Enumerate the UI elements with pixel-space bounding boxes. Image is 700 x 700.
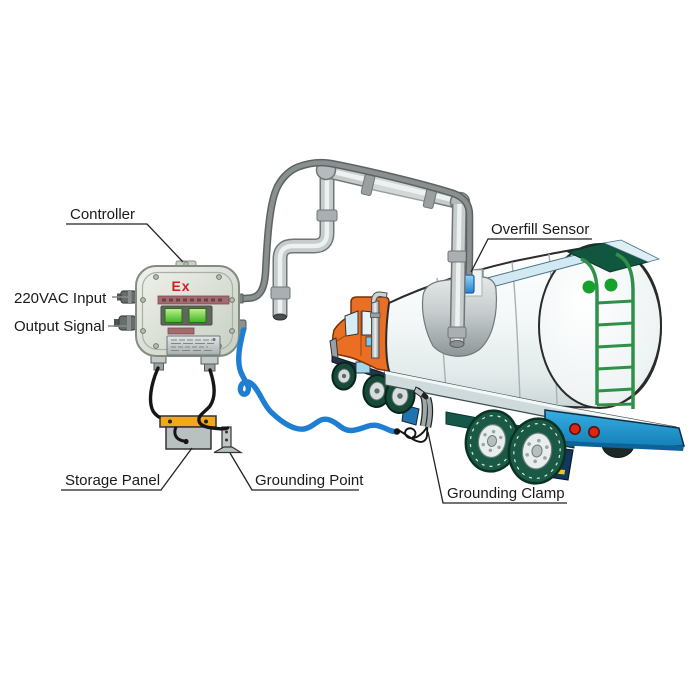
- controller-unit: Ex: [114, 260, 247, 372]
- grounding-screw: [225, 438, 228, 442]
- walkway-rear-edge: [602, 239, 661, 263]
- stored-plug: [183, 438, 189, 445]
- storage-panel: [159, 415, 217, 450]
- taillight-left: [569, 423, 581, 435]
- exhaust-band: [370, 312, 381, 318]
- label-storage-panel: Storage Panel: [65, 472, 160, 489]
- label-output-signal: Output Signal: [14, 318, 105, 335]
- storage-panel-box: [165, 426, 212, 450]
- controller-small-strip: [167, 327, 195, 335]
- grounding-point-leader-line: [229, 452, 359, 491]
- top-loading-arm: [315, 159, 471, 213]
- pipe-coupling: [270, 286, 291, 300]
- overfill-sensor-leader-line: [470, 238, 592, 273]
- grounding-point-base: [213, 446, 244, 454]
- grounding-clamp: [413, 386, 434, 428]
- cable-connector: [393, 428, 401, 435]
- label-controller: Controller: [70, 206, 135, 223]
- label-vac-input: 220VAC Input: [14, 290, 107, 307]
- cab-grille: [329, 337, 339, 359]
- pipe-coupling: [316, 209, 338, 222]
- truck-cab: [329, 291, 390, 372]
- bumper-lower-edge: [554, 441, 684, 451]
- storage-panel-leader-line: [61, 447, 193, 491]
- led-display-1: [164, 308, 183, 323]
- clamp-jaw-tip: [413, 386, 425, 398]
- output-signal-gland: [114, 315, 137, 331]
- pipe-coupling: [447, 250, 468, 263]
- tanker-truck-illustration: [329, 239, 685, 485]
- label-grounding-point: Grounding Point: [255, 472, 364, 489]
- blue-grounding-cable: [236, 327, 399, 435]
- loading-pipe-assembly: [270, 159, 471, 348]
- taillight-right: [588, 426, 600, 438]
- panel-cable: [148, 366, 161, 419]
- label-grounding-clamp: Grounding Clamp: [447, 485, 565, 502]
- grounding-screw: [225, 430, 228, 434]
- label-overfill-sensor: Overfill Sensor: [491, 221, 589, 238]
- trailer-wheel-2: [507, 417, 567, 485]
- exhaust-stack: [371, 300, 380, 359]
- stored-plug-cable: [173, 426, 185, 443]
- pipe-coupling: [447, 326, 467, 339]
- clamp-wire-loop: [404, 425, 429, 440]
- panel-screw: [204, 419, 208, 424]
- grounding-point-cable: [197, 368, 230, 431]
- led-display-2: [188, 308, 207, 323]
- controller-leader-line: [66, 223, 184, 263]
- callout-labels: Controller 220VAC Input Output Signal Ov…: [14, 206, 592, 504]
- controller-screws: [140, 274, 235, 349]
- left-riser-pipe: [270, 166, 338, 321]
- grounding-point: [213, 426, 244, 454]
- tank-green-dot-2: [604, 278, 618, 292]
- sensor-conduit: [236, 158, 474, 303]
- pipe-open-end: [273, 313, 287, 321]
- panel-screw: [168, 419, 172, 424]
- right-riser-pipe: [447, 203, 468, 348]
- front-wheel: [331, 361, 357, 391]
- pipe-bottom-end: [449, 340, 465, 348]
- controller-nameplate: [166, 335, 221, 356]
- cab-windshield: [344, 310, 359, 337]
- ex-marking: Ex: [171, 278, 190, 294]
- clamp-wire: [398, 425, 429, 443]
- exhaust-elbow: [370, 291, 388, 304]
- tank-green-dot-1: [582, 280, 596, 294]
- grounding-clamp-leader-line: [427, 431, 567, 504]
- rear-ladder: [580, 252, 635, 409]
- frame-highlight: [385, 371, 676, 430]
